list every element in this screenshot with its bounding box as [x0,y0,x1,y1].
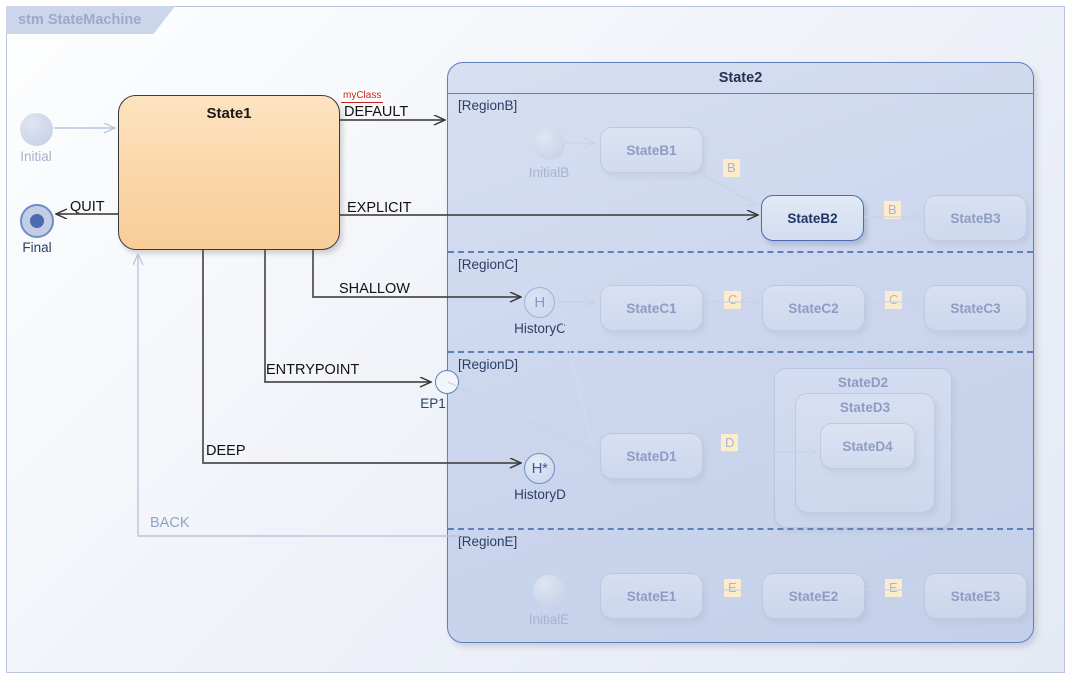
region-label-E: [RegionE] [458,534,518,549]
transition-label-entrypoint: ENTRYPOINT [266,362,360,378]
transition-label-back: BACK [150,515,190,531]
substate-stateE1[interactable]: StateE1 [600,573,703,619]
pseudostate-initialB[interactable] [533,128,565,160]
event-badge-e2: E [885,579,902,597]
substate-stateB3[interactable]: StateB3 [924,195,1027,241]
pseudostate-final[interactable] [20,204,54,238]
substate-stateD4[interactable]: StateD4 [820,423,915,469]
pseudostate-historyC-label: HistoryC [514,321,566,336]
pseudostate-historyD[interactable]: H* [524,453,555,484]
substate-stateB1[interactable]: StateB1 [600,127,703,173]
substate-stateB2[interactable]: StateB2 [761,195,864,241]
pseudostate-initial-label: Initial [20,149,52,164]
event-badge-b1: B [723,159,740,177]
pseudostate-initial[interactable] [20,113,53,146]
transition-label-default: DEFAULT [344,104,409,120]
substate-stateD1[interactable]: StateD1 [600,433,703,479]
pseudostate-initialE[interactable] [533,575,565,607]
pseudostate-ep1-label: EP1 [420,396,446,411]
region-label-B: [RegionB] [458,98,518,113]
substate-stateC3[interactable]: StateC3 [924,285,1027,331]
pseudostate-final-label: Final [22,240,52,255]
state2-title: State2 [448,63,1033,94]
event-badge-b2: B [884,201,901,219]
event-badge-c1: C [724,291,742,309]
transition-label-deep: DEEP [206,443,246,459]
pseudostate-initialB-label: InitialB [528,165,570,180]
transition-label-shallow: SHALLOW [339,281,410,297]
event-badge-e1: E [724,579,741,597]
pseudostate-initialE-label: InitialE [528,612,570,627]
transition-label-quit: QUIT [70,199,105,215]
pseudostate-historyC[interactable]: H [524,287,555,318]
region-regionE: [RegionE] [448,528,1033,644]
event-badge-c2: C [885,291,903,309]
final-inner-dot [30,214,44,228]
substate-stateE3[interactable]: StateE3 [924,573,1027,619]
region-label-C: [RegionC] [458,257,519,272]
state-state1[interactable]: State1 [118,95,340,250]
pseudostate-ep1[interactable] [435,370,459,394]
region-label-D: [RegionD] [458,357,519,372]
pseudostate-historyD-label: HistoryD [514,487,566,502]
diagram-frame-tab: stm StateMachine [6,6,175,34]
event-badge-d1: D [721,434,739,452]
substate-stateC1[interactable]: StateC1 [600,285,703,331]
transition-label-explicit: EXPLICIT [347,200,412,216]
state-state2[interactable]: State2 [RegionB] [RegionC] [RegionD] [Re… [447,62,1034,643]
region-regionB: [RegionB] [448,94,1033,251]
state1-title: State1 [206,105,252,122]
substate-stateC2[interactable]: StateC2 [762,285,865,331]
transition-stereotype-myclass: myClass [341,90,384,103]
substate-stateE2[interactable]: StateE2 [762,573,865,619]
